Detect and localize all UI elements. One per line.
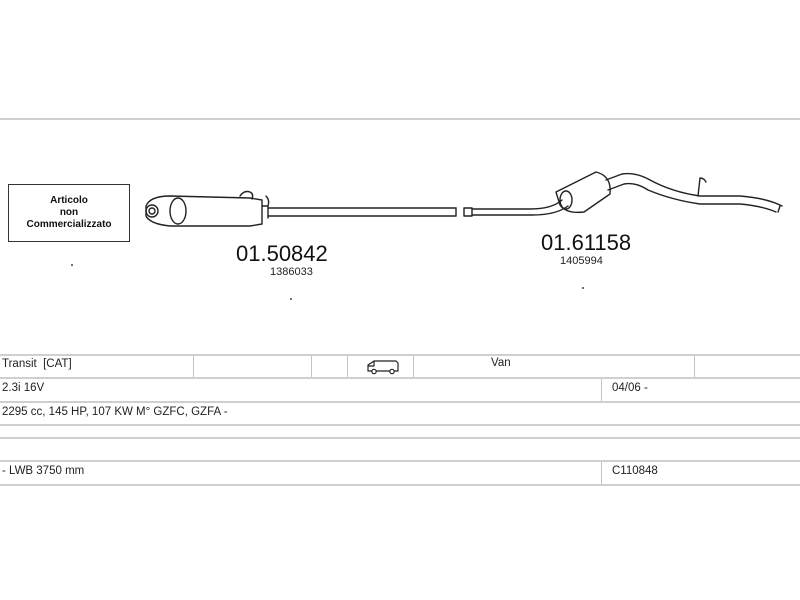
marker-dot: [71, 264, 73, 266]
table-rule: [0, 484, 800, 486]
body-type: Van: [491, 357, 511, 369]
table-rule: [0, 377, 800, 379]
column-divider: [413, 356, 414, 377]
top-divider: [0, 118, 800, 120]
part-number: 01.61158: [541, 230, 632, 255]
model-name: Transit [CAT]: [2, 358, 72, 370]
table-rule: [0, 354, 800, 356]
marker-dot: [582, 287, 584, 289]
column-divider: [311, 356, 312, 377]
table-rule: [0, 437, 800, 439]
engine: 2.3i 16V: [2, 382, 45, 394]
connecting-pipe: [267, 207, 457, 217]
note-line-2: non: [59, 207, 79, 218]
rear-silencer-part: [463, 171, 783, 217]
note-line-1: Articolo: [50, 195, 88, 206]
column-divider: [694, 356, 695, 377]
catalog-code: C110848: [612, 465, 658, 477]
wheelbase: - LWB 3750 mm: [2, 465, 85, 477]
engine-specs: 2295 cc, 145 HP, 107 KW M° GZFC, GZFA -: [2, 406, 228, 418]
column-divider: [601, 379, 602, 401]
oem-number: 1386033: [270, 266, 313, 278]
part-number: 01.50842: [236, 241, 328, 266]
middle-silencer-part: [145, 190, 270, 227]
column-divider: [193, 356, 194, 377]
table-rule: [0, 460, 800, 462]
column-divider: [347, 356, 348, 377]
marker-dot: [290, 298, 292, 300]
oem-number: 1405994: [560, 255, 603, 267]
table-rule: [0, 401, 800, 403]
production-date: 04/06 -: [612, 382, 648, 394]
van-icon: [367, 360, 399, 375]
exhaust-system-drawing: [145, 171, 783, 227]
not-commercialized-note: Articolo non Commercializzato: [8, 184, 130, 242]
table-rule: [0, 424, 800, 426]
note-line-3: Commercializzato: [26, 219, 112, 230]
column-divider: [601, 462, 602, 484]
